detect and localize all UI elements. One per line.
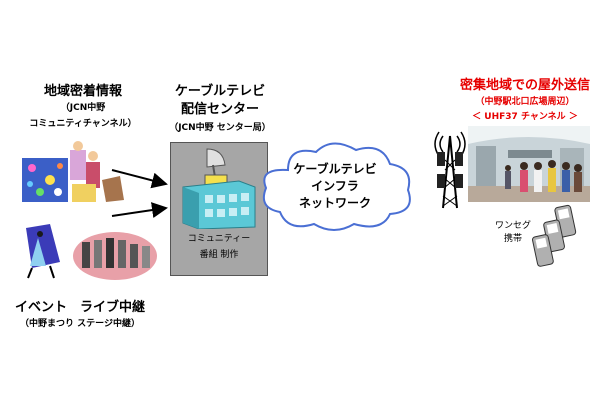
left-top-sub1: （JCN中野 — [60, 103, 106, 113]
right-title: 密集地域での屋外送信 — [459, 78, 590, 93]
mobile-phones-icon — [532, 204, 577, 267]
center-station-box: コミュニティー 番組 制作 — [170, 142, 268, 276]
center-subtitle: （JCN中野 センター局） — [169, 123, 271, 133]
phone-label-line1: ワンセグ — [494, 221, 531, 231]
cloud-line1: ケーブルテレビ — [293, 162, 377, 176]
phone-label: ワンセグ 携帯 — [488, 220, 538, 246]
center-title-line1: ケーブルテレビ — [174, 84, 266, 99]
right-subtitle: （中野駅北口広場周辺） — [475, 97, 575, 107]
left-top-title: 地域密着情報 — [43, 84, 122, 99]
cloud-text: ケーブルテレビ インフラ ネットワーク — [270, 161, 400, 212]
community-channel-clipart — [22, 141, 124, 202]
event-live-clipart — [26, 224, 157, 280]
arrow-upper — [111, 169, 168, 189]
center-title-line2: 配信センター — [180, 102, 259, 117]
cloud-line2: インフラ — [311, 179, 359, 193]
arrow-group — [111, 169, 168, 218]
plaza-photo — [468, 126, 590, 202]
box-label-line2: 番組 制作 — [199, 250, 239, 260]
network-cloud — [262, 142, 411, 231]
left-bottom-title: イベント ライブ中継 — [14, 300, 145, 315]
antenna-tower-icon — [434, 131, 466, 209]
cloud-line3: ネットワーク — [298, 196, 371, 210]
left-bottom-subtitle: （中野まつり ステージ中継） — [20, 319, 140, 329]
box-label-line1: コミュニティー — [187, 234, 251, 244]
arrow-lower — [111, 202, 168, 218]
phone-label-line2: 携帯 — [503, 234, 522, 244]
broadcast-building-icon — [182, 148, 256, 229]
left-top-sub2: コミュニティチャンネル） — [29, 119, 137, 129]
right-channel: ＜ UHF37 チャンネル ＞ — [472, 112, 578, 122]
